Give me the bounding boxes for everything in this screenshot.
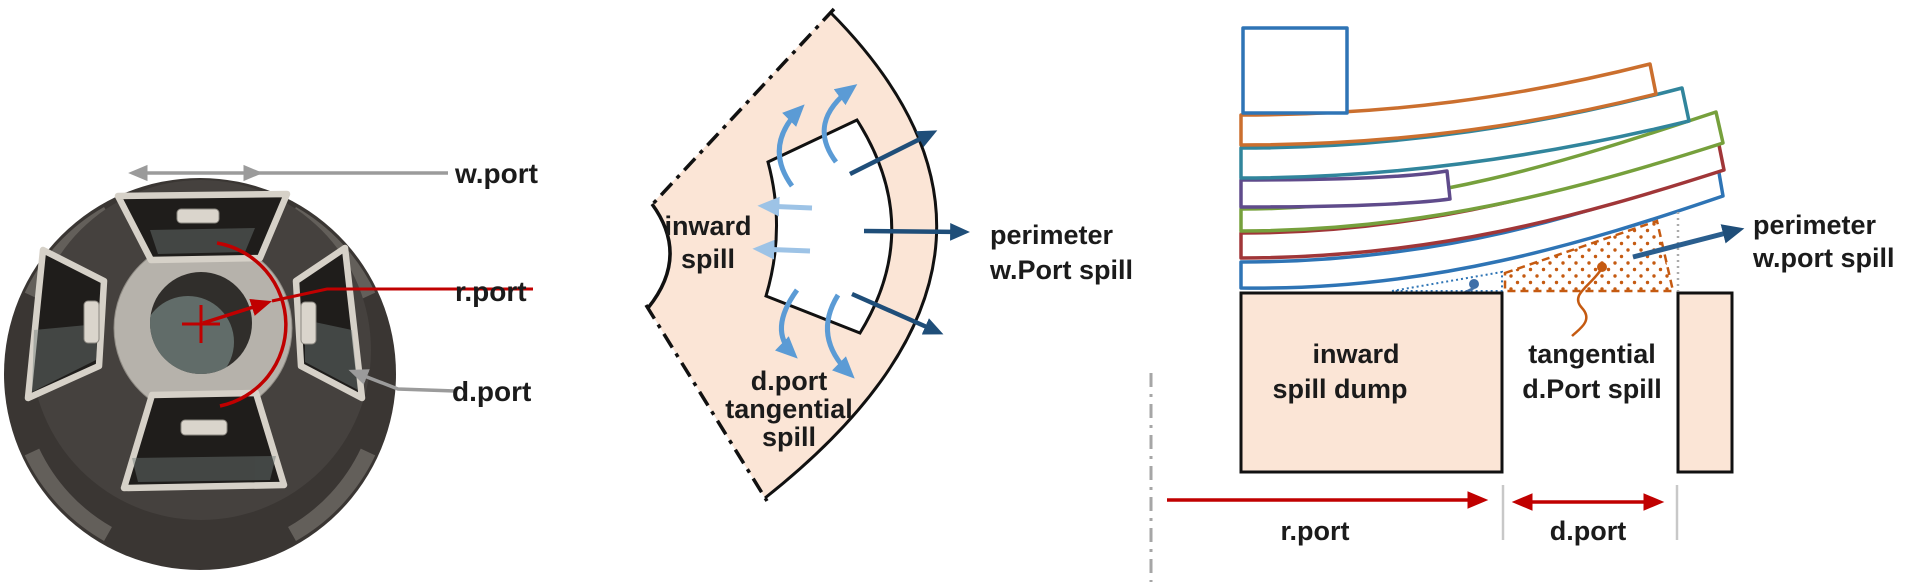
port-left xyxy=(24,246,108,402)
dport-dimension-label: d.port xyxy=(1550,516,1626,546)
strip-blue xyxy=(1239,165,1725,290)
strip-stack xyxy=(1239,26,1726,290)
port-bottom xyxy=(120,389,288,492)
strip-purple xyxy=(1239,169,1452,209)
inward-dump-line2: spill dump xyxy=(1273,374,1408,404)
sector-notch-arc xyxy=(646,202,672,310)
tangential-spill-line1: d.port xyxy=(751,366,827,396)
wport-label: w.port xyxy=(454,158,538,189)
outer-block xyxy=(1676,291,1734,474)
perimeter-spill-line2: w.Port spill xyxy=(989,255,1133,285)
rport-leader-line xyxy=(271,287,533,303)
rport-arc xyxy=(216,241,288,408)
tangential-dport-line2: d.Port spill xyxy=(1522,374,1662,404)
inward-spill-arrows xyxy=(752,196,813,260)
tangential-dport-line1: tangential xyxy=(1528,339,1656,369)
port-silver-bars xyxy=(83,208,317,436)
tangential-spill-dot xyxy=(1597,262,1607,272)
sector-bottom-dashdot-edge xyxy=(644,304,769,502)
rport-radius-arrow xyxy=(202,299,273,325)
strip-top-block xyxy=(1241,26,1349,115)
dport-label: d.port xyxy=(452,376,531,407)
rport-block xyxy=(1239,291,1504,474)
inward-dump-line1: inward xyxy=(1312,339,1399,369)
tangential-spill-squiggle xyxy=(1571,270,1602,337)
inward-dump-dot xyxy=(1469,279,1479,289)
strip-teal xyxy=(1239,86,1691,180)
tangential-spill-arrows xyxy=(775,84,858,379)
inward-spill-line1: inward xyxy=(664,211,751,241)
perimeter-spill-arrows xyxy=(848,130,970,335)
port-right xyxy=(292,244,366,402)
rport-label: r.port xyxy=(455,276,527,307)
sector-schematic: inward spill d.port tangential spill per… xyxy=(644,7,1133,502)
tangential-spill-line3: spill xyxy=(762,422,816,452)
rotor-ports xyxy=(24,190,366,492)
tangential-spill-line2: tangential xyxy=(725,394,853,424)
perimeter-wport-line1: perimeter xyxy=(1753,210,1877,240)
inward-spill-line2: spill xyxy=(681,244,735,274)
port-inner-shadows xyxy=(32,228,358,482)
sector-top-dashdot-edge xyxy=(648,7,836,209)
strip-orange xyxy=(1239,62,1658,147)
perimeter-spill-line1: perimeter xyxy=(990,220,1114,250)
perimeter-wport-line2: w.port spill xyxy=(1752,243,1895,273)
rport-dimension-label: r.port xyxy=(1280,516,1349,546)
perimeter-spill-arrow xyxy=(1632,224,1745,260)
port-top xyxy=(114,190,291,264)
sector-outer-arc xyxy=(764,10,939,500)
section-view: inward spill dump tangential d.Port spil… xyxy=(1149,26,1895,582)
rotor-photo xyxy=(4,178,396,570)
dport-leader-line xyxy=(348,369,456,393)
rport-annotation xyxy=(182,241,533,408)
tangential-spill-region xyxy=(1503,219,1675,293)
gray-annotations xyxy=(128,164,456,393)
